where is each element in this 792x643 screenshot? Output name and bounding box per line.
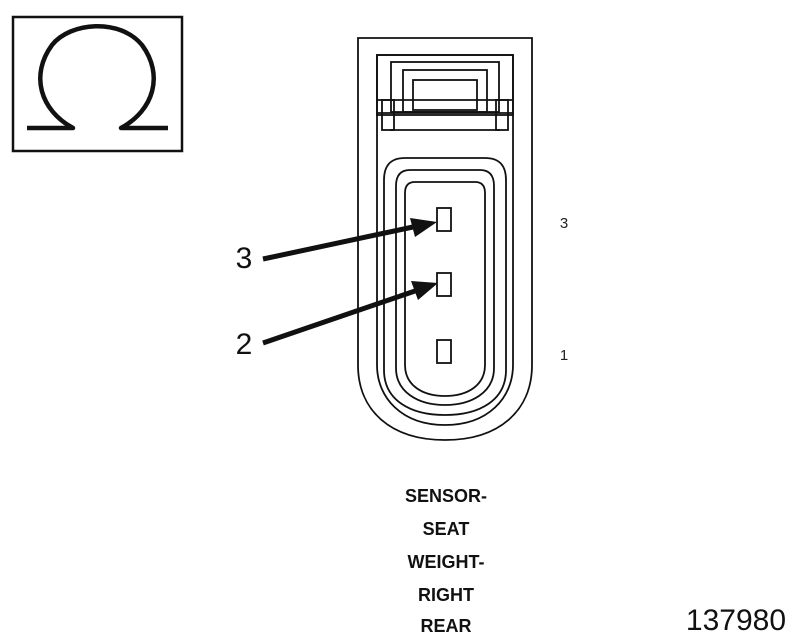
caption-line: SENSOR- [405,486,487,506]
callout-label: 2 [236,328,253,361]
callout-label: 3 [236,242,253,275]
terminal-pin-3 [436,207,452,232]
connector-body [357,37,533,441]
terminal-pin-1 [436,339,452,364]
ohm-icon [27,24,168,131]
figure-number: 137980 [686,604,786,637]
caption-line: REAR [420,616,471,636]
pin-label-top: 3 [560,215,568,232]
connector-caption: SENSOR- SEAT WEIGHT- RIGHT REAR [405,486,487,636]
terminals [436,207,452,364]
ohm-symbol-box [11,15,184,153]
caption-line: SEAT [423,519,470,539]
leader-arrow-2 [262,281,438,346]
connector-latch [376,54,514,131]
caption-line: WEIGHT- [408,552,485,572]
leader-arrow-3 [262,218,437,262]
caption-line: RIGHT [418,585,474,605]
pin-label-bottom: 1 [560,347,568,364]
terminal-pin-2 [436,272,452,297]
